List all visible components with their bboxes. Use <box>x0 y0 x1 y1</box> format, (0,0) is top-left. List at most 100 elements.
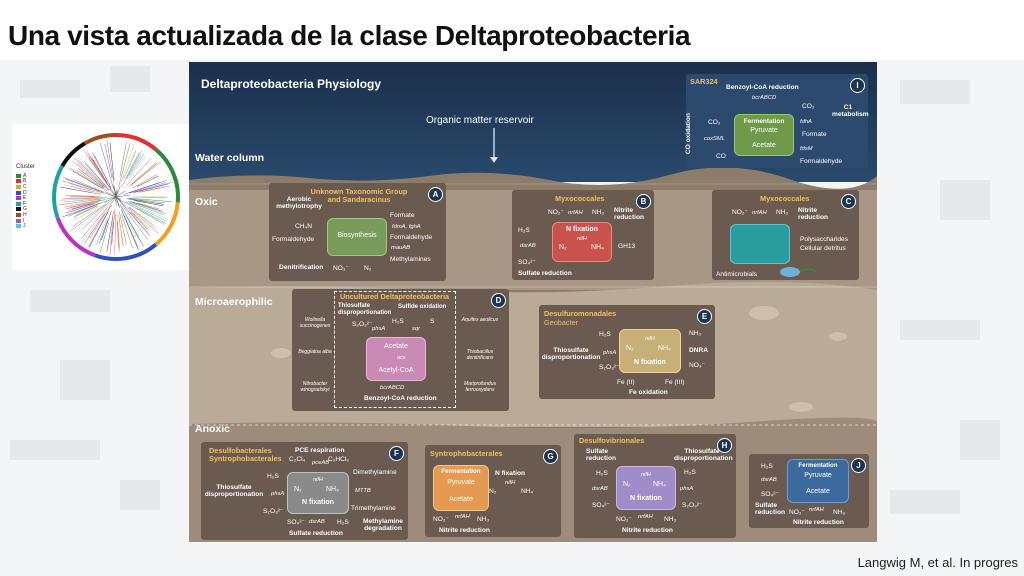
panel-g-n2: N₂ <box>489 488 497 495</box>
panel-h-nifh: nifH <box>641 472 651 478</box>
panel-g-cell-line: Fermentation <box>441 468 481 475</box>
panel-f-sulfate: Sulfate reduction <box>289 530 343 537</box>
panel-f-c2cl4: C₂Cl₄ <box>289 456 306 463</box>
tree-branch <box>117 222 120 252</box>
panel-e-fe3: Fe (III) <box>665 379 685 386</box>
tree-branch <box>136 175 159 187</box>
panel-d-cell-top: Acetate <box>384 343 408 350</box>
panel-h-pha: phsA <box>680 486 694 492</box>
panel-i-co2a: CO₂ <box>802 103 815 110</box>
panel-f-letter: F <box>389 446 404 461</box>
panel-d-left-org: Nitrobacter winogradskyi <box>300 381 330 393</box>
legend-item: H <box>16 212 27 218</box>
panel-d-benzoyl: Benzoyl-CoA reduction <box>364 395 437 402</box>
tree-branch <box>137 187 161 193</box>
legend-swatch <box>16 224 21 229</box>
tree-branch <box>128 197 173 202</box>
panel-i-cell-line: Fermentation <box>743 118 785 125</box>
panel-b-so4: SO₄²⁻ <box>518 259 536 266</box>
tree-cluster-ring <box>52 165 65 219</box>
panel-h: Desulfovibrionales H Sulfate reduction T… <box>574 434 736 538</box>
panel-i-co: CO <box>716 153 726 160</box>
panel-f-c2hcl3: C₂HCl₃ <box>328 456 349 463</box>
legend-item: A <box>16 173 27 179</box>
panel-j-cell-line: Acetate <box>806 488 830 495</box>
tree-branch <box>137 202 159 210</box>
tree-branch <box>126 205 160 234</box>
panel-d: Uncultured Deltaproteobacteria D Thiosul… <box>292 289 509 411</box>
tree-branch <box>91 158 108 183</box>
tree-branch <box>75 205 98 216</box>
tree-branch <box>136 207 167 224</box>
panel-i-bcr: bcrABCD <box>752 95 777 101</box>
panel-e-letter: E <box>697 309 712 324</box>
panel-j-cell-line: Fermentation <box>798 462 838 469</box>
panel-b: Myxococcales B NO₂⁻ nrfAH NH₃ Nitrite re… <box>512 190 654 280</box>
legend-label: C <box>23 183 27 190</box>
tree-branch <box>121 202 148 233</box>
tree-branch <box>125 151 140 179</box>
panel-g-cell-line: Pyruvate <box>447 479 475 486</box>
tree-branch <box>115 189 117 198</box>
tree-branch <box>111 209 116 245</box>
panel-f-so4: SO₄²⁻ <box>287 519 305 526</box>
panel-h-cell: nifH N₂ NH₄ N fixation <box>616 466 676 510</box>
physiology-figure: Deltaproteobacteria Physiology Organic m… <box>189 62 877 542</box>
tree-branch <box>104 196 117 203</box>
tree-branch <box>87 213 105 239</box>
tree-branch <box>109 218 114 243</box>
legend-swatch <box>16 179 21 184</box>
tree-branch <box>79 157 107 187</box>
tree-branch <box>99 143 114 190</box>
panel-a-aerobic: Aerobic methylotrophy <box>276 196 322 211</box>
tree-branch <box>132 182 172 193</box>
panel-f-pce: PCE respiration <box>295 447 345 454</box>
panel-i-formate: Formate <box>802 131 827 138</box>
tree-branch <box>121 213 133 249</box>
panel-h-nitrite: Nitrite reduction <box>622 527 673 534</box>
panel-c-nh3: NH₃ <box>776 209 789 216</box>
panel-a-formate: Formate <box>390 212 415 219</box>
zone-water-column: Water column <box>195 152 265 164</box>
panel-f-n2: N₂ <box>294 486 302 493</box>
tree-branch <box>123 215 139 248</box>
panel-f-nh4: NH₄ <box>326 486 339 493</box>
tree-branch <box>130 161 161 186</box>
panel-f-mttb: MTTB <box>355 488 371 494</box>
panel-d-thio: Thiosulfate disproportionation <box>338 303 392 316</box>
legend-item: I <box>16 218 27 224</box>
tree-branch <box>120 143 135 183</box>
panel-e-fe2: Fe (II) <box>617 379 635 386</box>
panel-a: Unknown Taxonomic Group and Sandaracinus… <box>269 183 446 281</box>
panel-d-title: Uncultured Deltaproteobacteria <box>340 292 450 301</box>
tree-branch <box>109 196 117 206</box>
panel-h-sulfate: Sulfate reduction <box>586 448 617 463</box>
panel-c-anti: Antimicrobials <box>716 271 758 278</box>
panel-f: Desulfobacterales Syntrophobacterales F … <box>201 442 408 540</box>
tree-branch <box>134 184 168 193</box>
panel-h-dsr: dsrAB <box>592 486 608 492</box>
tree-cluster-ring <box>55 217 96 258</box>
tree-branch <box>86 150 104 178</box>
panel-c-nitrite: Nitrite reduction <box>798 207 829 222</box>
tree-branch <box>72 170 100 187</box>
panel-j-cell-line: Pyruvate <box>804 472 832 479</box>
tree-branch <box>119 142 127 177</box>
sediment-stone <box>829 332 847 341</box>
tree-branch <box>72 160 105 188</box>
tree-branch <box>98 219 108 244</box>
panel-i-c1: C1 metabolism <box>832 104 869 119</box>
tree-branch <box>129 207 157 230</box>
panel-h-thio: Thiosulfate disproportionation <box>674 448 733 463</box>
tree-branch <box>66 204 94 214</box>
panel-e-s2o3: S₂O₃²⁻ <box>599 364 620 371</box>
tree-cluster-ring <box>84 133 117 146</box>
panel-d-right-org: Aquifex aeolicus <box>461 317 499 323</box>
panel-c-poly: Polysaccharides <box>800 236 849 243</box>
tree-branch <box>62 180 103 194</box>
panel-e-n2: N₂ <box>626 345 634 352</box>
panel-b-letter: B <box>636 194 651 209</box>
panel-j-nrf: nrfAH <box>809 507 824 513</box>
panel-j-h2s: H₂S <box>761 463 773 470</box>
panel-i-cell-line: Pyruvate <box>750 127 778 134</box>
